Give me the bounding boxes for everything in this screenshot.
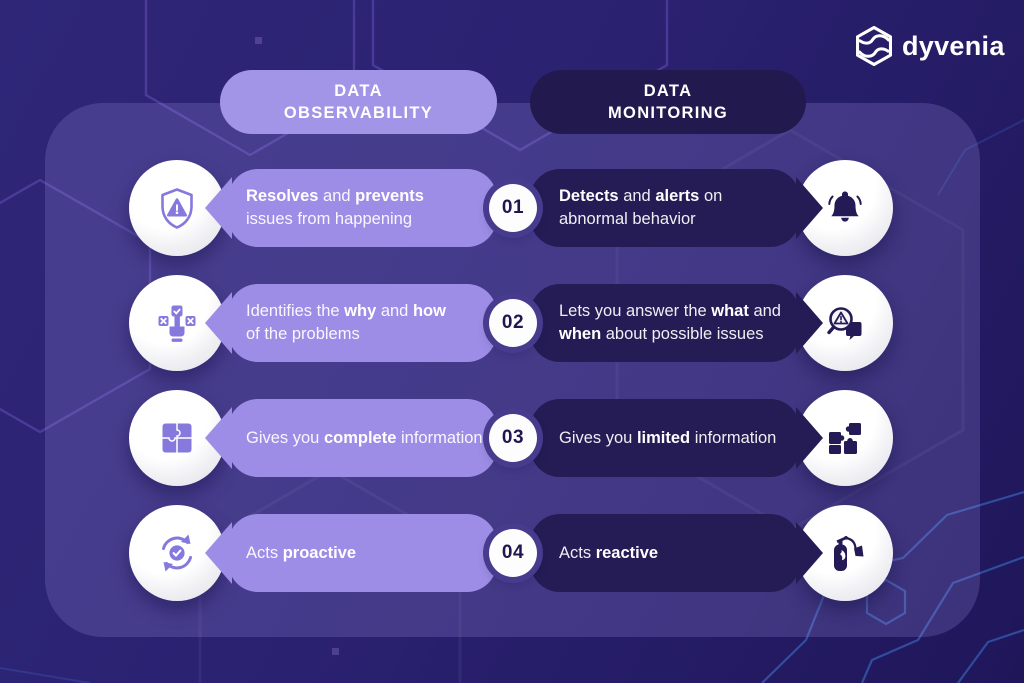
monitoring-pill: Acts reactive <box>530 514 800 592</box>
row-number: 01 <box>501 197 525 218</box>
dyvenia-logo: dyvenia <box>856 26 1005 66</box>
header-line: OBSERVABILITY <box>283 104 434 122</box>
comparison-row-3: Gives you complete information 03 Gives … <box>0 390 1024 486</box>
header-data-monitoring: DATA MONITORING <box>530 70 806 134</box>
puzzle-complete-icon <box>162 423 192 453</box>
row-number-badge: 03 <box>489 414 537 462</box>
pill-text: Acts proactive <box>246 543 357 562</box>
header-line: DATA <box>643 81 693 100</box>
monitoring-pill: Gives you limited information <box>530 399 800 477</box>
bell-alert-icon <box>828 191 862 222</box>
hexagon-wave-icon <box>856 26 892 66</box>
header-line: MONITORING <box>608 104 728 122</box>
observability-pill: Acts proactive <box>228 514 497 592</box>
row-number: 02 <box>501 312 525 333</box>
header-line: DATA <box>334 81 383 100</box>
selection-hand-icon <box>158 305 196 342</box>
logo-wordmark: dyvenia <box>902 30 1005 61</box>
row-number: 03 <box>501 427 525 448</box>
row-number: 04 <box>501 542 525 563</box>
row-number-badge: 04 <box>489 529 537 577</box>
shield-alert-icon <box>161 188 193 229</box>
magnifier-warning-icon <box>827 307 862 340</box>
row-number-badge: 01 <box>489 184 537 232</box>
puzzle-incomplete-icon <box>829 423 861 454</box>
observability-pill: Gives you complete information <box>228 399 497 477</box>
observability-icon-circle <box>129 390 225 486</box>
comparison-row-4: Acts proactive 04 Acts reactive <box>0 505 1024 601</box>
pill-text: Acts reactive <box>559 543 659 562</box>
pill-text: Gives you limited information <box>559 428 777 447</box>
header-data-observability: DATA OBSERVABILITY <box>220 70 497 134</box>
sync-check-icon <box>162 534 192 572</box>
row-number-badge: 02 <box>489 299 537 347</box>
fire-extinguisher-icon <box>834 536 864 571</box>
pill-text: Gives you complete information <box>246 428 483 447</box>
